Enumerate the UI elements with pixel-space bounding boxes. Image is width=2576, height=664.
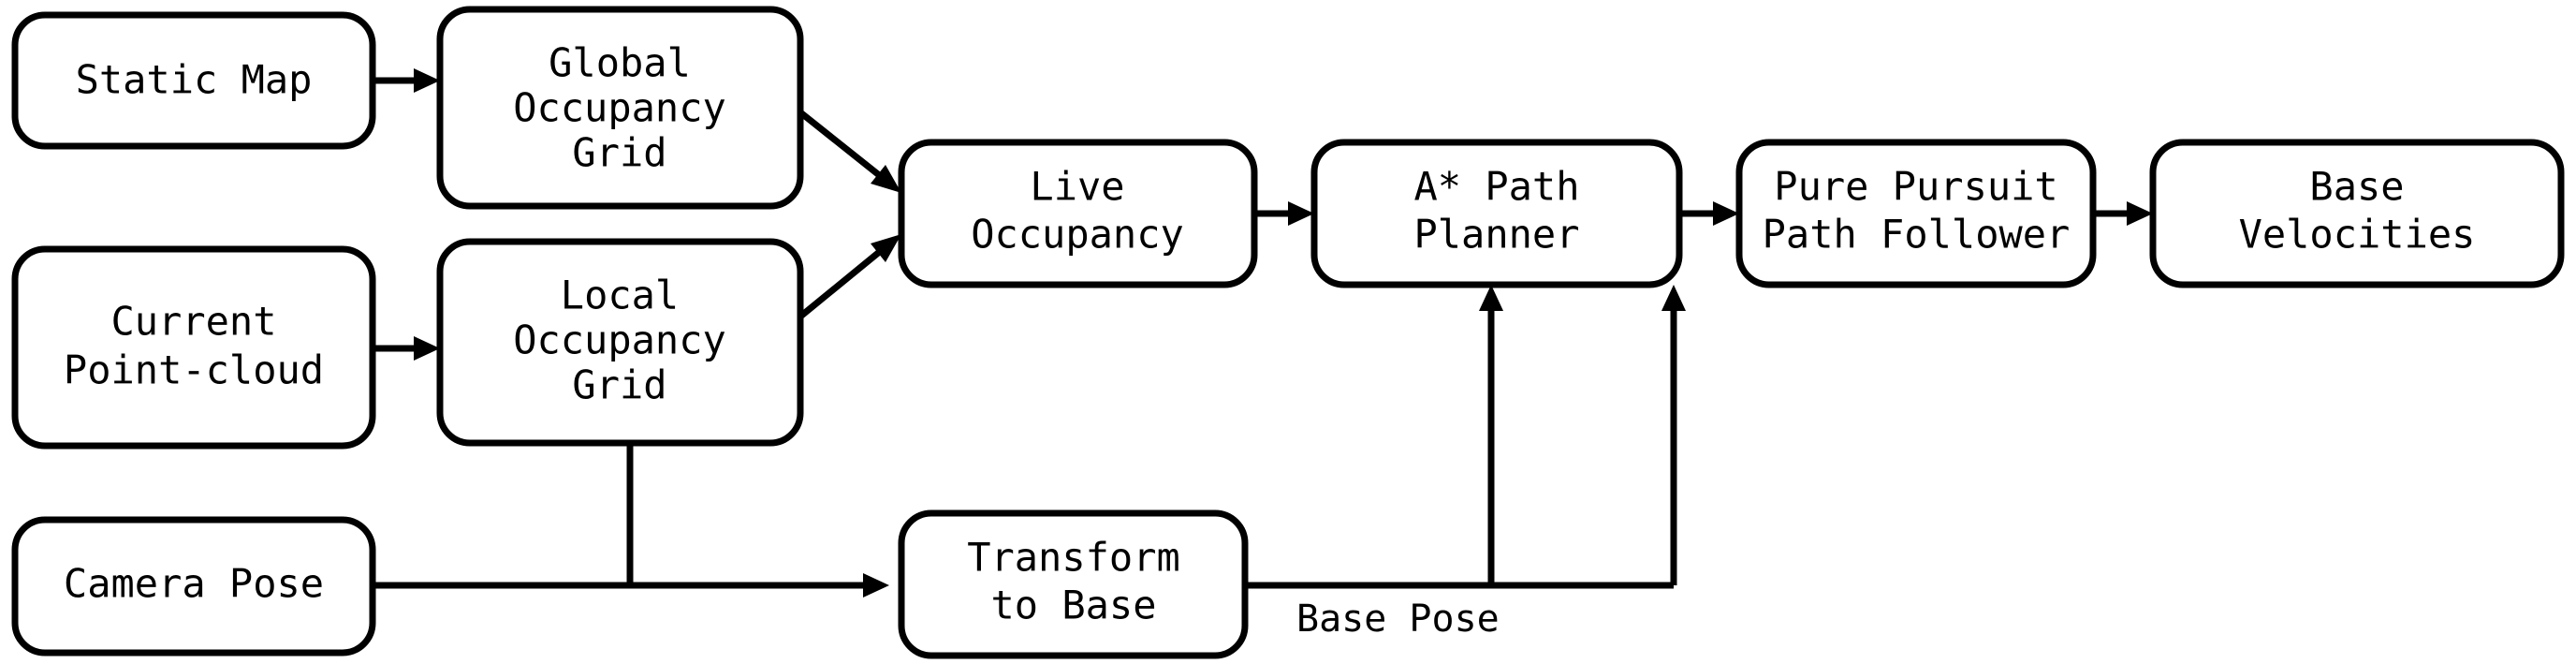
node-base-velocities[interactable]: Base Velocities (2149, 139, 2565, 288)
node-current-pointcloud[interactable]: Current Point-cloud (11, 245, 376, 450)
node-base-velocities-shape[interactable] (2149, 139, 2565, 288)
edge-static-map-to-global-grid (373, 68, 440, 93)
edge-astar-to-pure-pursuit (1679, 201, 1739, 226)
edge-global-grid-to-live-occupancy (798, 110, 901, 193)
node-local-occupancy-grid-label-line1: Local (561, 273, 679, 318)
node-global-occupancy-grid-shape[interactable] (436, 6, 804, 210)
node-camera-pose-shape[interactable] (11, 516, 376, 657)
node-camera-pose-label: Camera Pose (64, 561, 324, 607)
edge-camera-pose-to-transform (373, 573, 889, 598)
node-transform-to-base-shape[interactable] (898, 509, 1249, 659)
node-live-occupancy-shape[interactable] (898, 139, 1258, 288)
node-static-map[interactable]: Static Map (11, 11, 376, 150)
node-live-occupancy[interactable]: Live Occupancy (898, 139, 1258, 288)
node-astar-path-planner-label-line1: A* Path (1413, 164, 1579, 210)
edge-pointcloud-to-local-grid (373, 336, 440, 361)
node-astar-path-planner-shape[interactable] (1310, 139, 1683, 288)
edge-pure-pursuit-to-base-velocities (2093, 201, 2153, 226)
node-static-map-label: Static Map (76, 57, 313, 103)
node-transform-to-base[interactable]: Transform to Base (898, 509, 1249, 659)
node-local-occupancy-grid-label-line3: Grid (572, 362, 666, 408)
node-base-velocities-label-line2: Velocities (2239, 212, 2476, 258)
node-local-occupancy-grid[interactable]: Local Occupancy Grid (436, 238, 804, 447)
node-current-pointcloud-label-line2: Point-cloud (64, 347, 324, 393)
edge-live-occupancy-to-astar (1254, 201, 1314, 226)
node-transform-to-base-label-line2: to Base (990, 583, 1156, 628)
node-local-occupancy-grid-shape[interactable] (436, 238, 804, 447)
edge-label-base-pose: Base Pose (1296, 598, 1500, 641)
node-transform-to-base-label-line1: Transform (967, 535, 1180, 581)
node-pure-pursuit-path-follower-shape[interactable] (1735, 139, 2097, 288)
node-astar-path-planner[interactable]: A* Path Planner (1310, 139, 1683, 288)
node-current-pointcloud-shape[interactable] (11, 245, 376, 450)
node-pure-pursuit-path-follower-label-line1: Pure Pursuit (1774, 164, 2057, 210)
node-local-occupancy-grid-label-line2: Occupancy (513, 317, 726, 363)
node-global-occupancy-grid-label-line2: Occupancy (513, 85, 726, 131)
node-base-velocities-label-line1: Base (2309, 164, 2404, 210)
node-live-occupancy-label-line1: Live (1030, 164, 1124, 210)
node-live-occupancy-label-line2: Occupancy (971, 212, 1184, 258)
node-astar-path-planner-label-line2: Planner (1413, 212, 1579, 258)
node-pure-pursuit-path-follower-label-line2: Path Follower (1763, 212, 2071, 258)
node-global-occupancy-grid-label-line3: Grid (572, 130, 666, 176)
node-current-pointcloud-label-line1: Current (110, 299, 276, 345)
edge-local-grid-to-live-occupancy (798, 234, 901, 319)
node-global-occupancy-grid-label-line1: Global (549, 40, 691, 86)
edge-base-pose-to-pure-pursuit (1661, 285, 1686, 585)
node-static-map-shape[interactable] (11, 11, 376, 150)
edge-base-pose-to-astar (1479, 285, 1503, 585)
node-pure-pursuit-path-follower[interactable]: Pure Pursuit Path Follower (1735, 139, 2097, 288)
node-global-occupancy-grid[interactable]: Global Occupancy Grid (436, 6, 804, 210)
node-camera-pose[interactable]: Camera Pose (11, 516, 376, 657)
